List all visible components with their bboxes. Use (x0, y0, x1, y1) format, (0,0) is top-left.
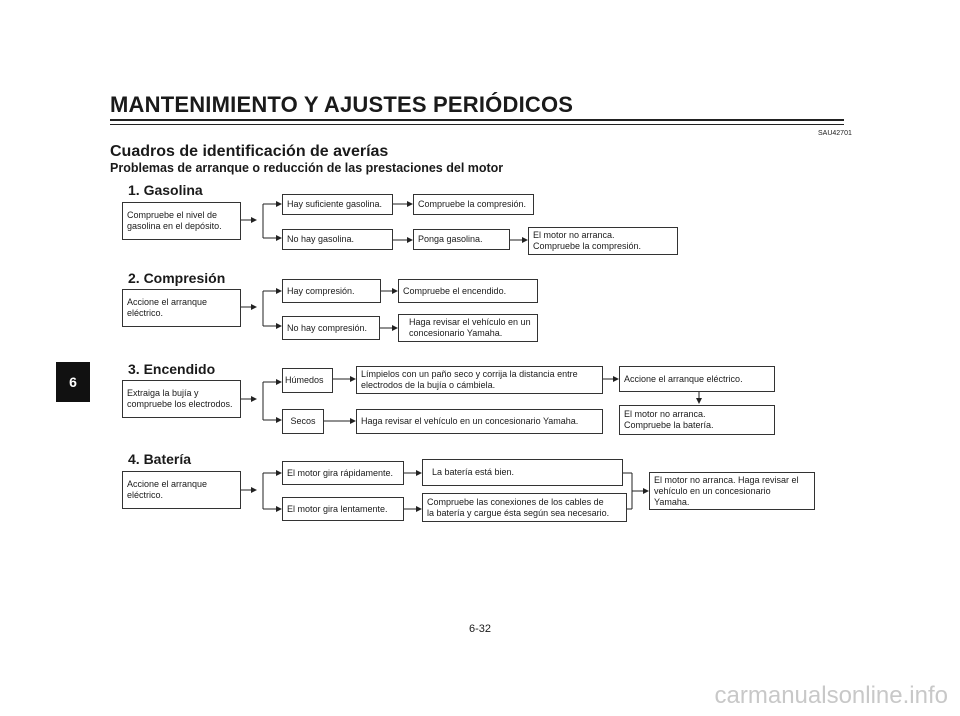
bateria-slow-next-box: Compruebe las conexiones de los cables d… (422, 493, 627, 522)
flow-heading-gasolina: 1. Gasolina (128, 182, 203, 198)
section-code: SAU42701 (818, 130, 852, 137)
bateria-check-box: Accione el arranque eléctrico. (122, 471, 241, 509)
chapter-tab (56, 362, 90, 402)
gasolina-yes-next-box: Compruebe la compresión. (413, 194, 534, 215)
gasolina-no-box: No hay gasolina. (282, 229, 393, 250)
compresion-no-box: No hay compresión. (282, 316, 380, 340)
encendido-dry-box: Secos (282, 409, 324, 434)
compresion-check-box: Accione el arranque eléctrico. (122, 289, 241, 327)
chapter-tab-label: 6 (69, 374, 77, 390)
flow-heading-bateria: 4. Batería (128, 451, 192, 467)
encendido-wet-final-box: El motor no arranca. Compruebe la baterí… (619, 405, 775, 435)
bateria-result-box: El motor no arranca. Haga revisar el veh… (649, 472, 815, 510)
encendido-wet-box: Húmedos (282, 368, 333, 393)
page-header-title: MANTENIMIENTO Y AJUSTES PERIÓDICOS (110, 92, 574, 117)
encendido-check-box: Extraiga la bujía y compruebe los electr… (122, 380, 241, 418)
page-number: 6-32 (468, 623, 492, 635)
header-rule (110, 119, 844, 121)
gasolina-check-box: Compruebe el nivel de gasolina en el dep… (122, 202, 241, 240)
flow-heading-encendido: 3. Encendido (128, 361, 216, 377)
gasolina-no-next-box: Ponga gasolina. (413, 229, 510, 250)
bateria-fast-box: El motor gira rápidamente. (282, 461, 404, 485)
section-subtitle: Problemas de arranque o reducción de las… (110, 161, 504, 175)
watermark: carmanualsonline.info (714, 682, 948, 709)
header-rule-thin (110, 124, 844, 125)
encendido-wet-next-box: Límpielos con un paño seco y corrija la … (356, 366, 603, 394)
flow-heading-compresion: 2. Compresión (128, 270, 226, 286)
encendido-dry-next-box: Haga revisar el vehículo en un concesion… (356, 409, 603, 434)
encendido-wet-result-box: Accione el arranque eléctrico. (619, 366, 775, 392)
bateria-fast-next-box: La batería está bien. (422, 459, 623, 486)
compresion-yes-next-box: Compruebe el encendido. (398, 279, 538, 303)
bateria-slow-box: El motor gira lentamente. (282, 497, 404, 521)
gasolina-no-result-box: El motor no arranca. Compruebe la compre… (528, 227, 678, 255)
section-title: Cuadros de identificación de averías (110, 143, 389, 160)
compresion-no-next-box: Haga revisar el vehículo en un concesion… (398, 314, 538, 342)
compresion-yes-box: Hay compresión. (282, 279, 381, 303)
gasolina-yes-box: Hay suficiente gasolina. (282, 194, 393, 215)
